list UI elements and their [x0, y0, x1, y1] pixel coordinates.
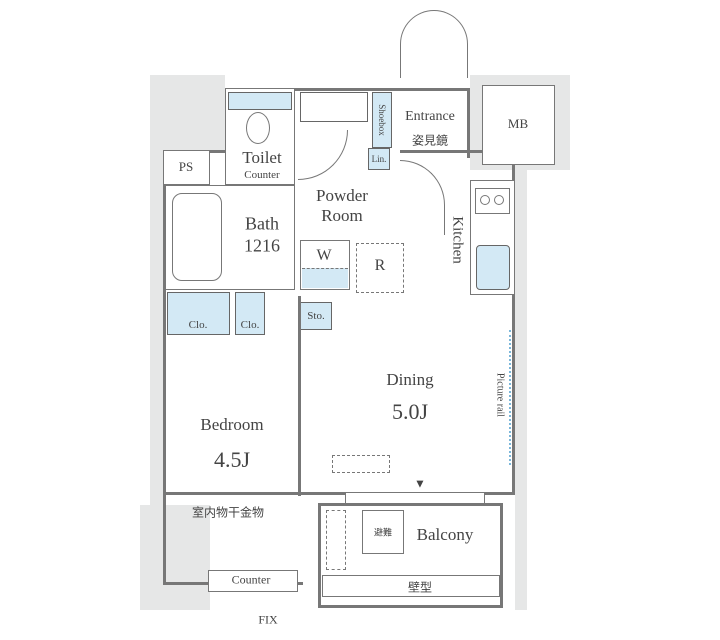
washer-pan: [302, 268, 348, 288]
ps-label: PS: [178, 159, 194, 174]
partition-wall: [298, 296, 301, 496]
window-marker-icon: ▼: [414, 476, 426, 491]
burner-icon: [480, 195, 490, 205]
sink-icon: [476, 245, 510, 290]
burner-icon: [494, 195, 504, 205]
linen-label: Lin.: [371, 154, 387, 164]
washer-label: W: [316, 247, 332, 264]
aircon-outline: [332, 455, 390, 473]
bedroom-size: 4.5J: [213, 447, 251, 472]
closet-2-label: Clo.: [240, 319, 260, 331]
toilet-counter-label: Counter: [244, 169, 280, 181]
toilet-shelf: [228, 92, 292, 110]
balcony-label: Balcony: [416, 525, 474, 544]
toilet-icon: [246, 112, 270, 144]
outdoor-unit: [326, 510, 346, 570]
fix-label: FIX: [258, 612, 278, 627]
mirror-label: 姿見鏡: [411, 133, 449, 148]
closet-1-label: Clo.: [188, 319, 208, 331]
dining-size: 5.0J: [391, 399, 429, 424]
stove-icon: [475, 188, 510, 214]
kitchen-label: Kitchen: [449, 216, 466, 264]
bath-size: 1216: [244, 235, 280, 256]
bathtub-icon: [172, 193, 222, 281]
picture-rail-line: [509, 330, 511, 465]
linen-closet: [368, 148, 390, 170]
powder-room-label-1: Powder: [316, 186, 368, 205]
exterior-wall-left: [150, 150, 163, 510]
bedroom-counter-label: Counter: [231, 572, 271, 587]
picture-rail-label: Picture rail: [494, 372, 506, 418]
bath-label: Bath: [245, 213, 279, 234]
mb-room: [482, 85, 555, 165]
exterior-area-bottom-left: [140, 505, 210, 610]
vanity: [300, 92, 368, 122]
storage-label: Sto.: [307, 310, 325, 322]
entrance-door-swing: [400, 10, 468, 78]
shoebox: [372, 92, 392, 148]
evac-hatch-label: 避難: [373, 527, 393, 538]
bedroom-label: Bedroom: [200, 415, 264, 434]
balcony: [318, 503, 503, 608]
wall-type-label: 壁型: [407, 580, 433, 595]
ps-room: [163, 150, 210, 185]
fridge-label: R: [374, 257, 386, 274]
bath-room: [165, 185, 295, 290]
balcony-parapet: [322, 575, 500, 597]
closet-2: [235, 292, 265, 335]
mb-label: MB: [507, 116, 529, 131]
closet-1: [167, 292, 230, 335]
dining-label: Dining: [386, 370, 434, 389]
fridge-space: [356, 243, 404, 293]
powder-room-label-2: Room: [321, 206, 363, 225]
shoebox-label: Shoebox: [377, 104, 387, 136]
toilet-label: Toilet: [242, 148, 282, 167]
evac-hatch: [362, 510, 404, 554]
drying-hardware-label: 室内物干金物: [191, 505, 265, 520]
bedroom-counter: [208, 570, 298, 592]
exterior-area: [150, 75, 225, 150]
exterior-wall-right: [515, 165, 527, 610]
entrance-label: Entrance: [405, 109, 455, 124]
